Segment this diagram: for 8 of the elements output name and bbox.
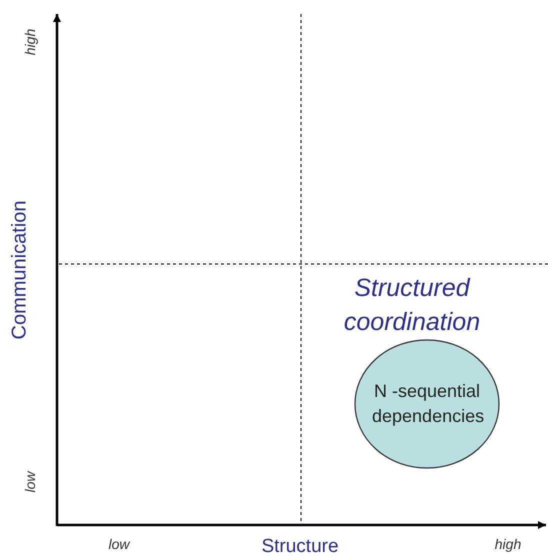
quadrant-label: Structured coordination <box>342 273 482 338</box>
axis-end-label: high <box>494 536 522 552</box>
axis-title: Structure <box>261 536 339 556</box>
axis-end-label: low <box>22 472 38 492</box>
axis-end-label: high <box>22 28 38 56</box>
axis-end-label: low <box>108 536 130 552</box>
axis-title: Communication <box>8 200 32 340</box>
node-text: N -sequential dependencies <box>372 380 482 428</box>
